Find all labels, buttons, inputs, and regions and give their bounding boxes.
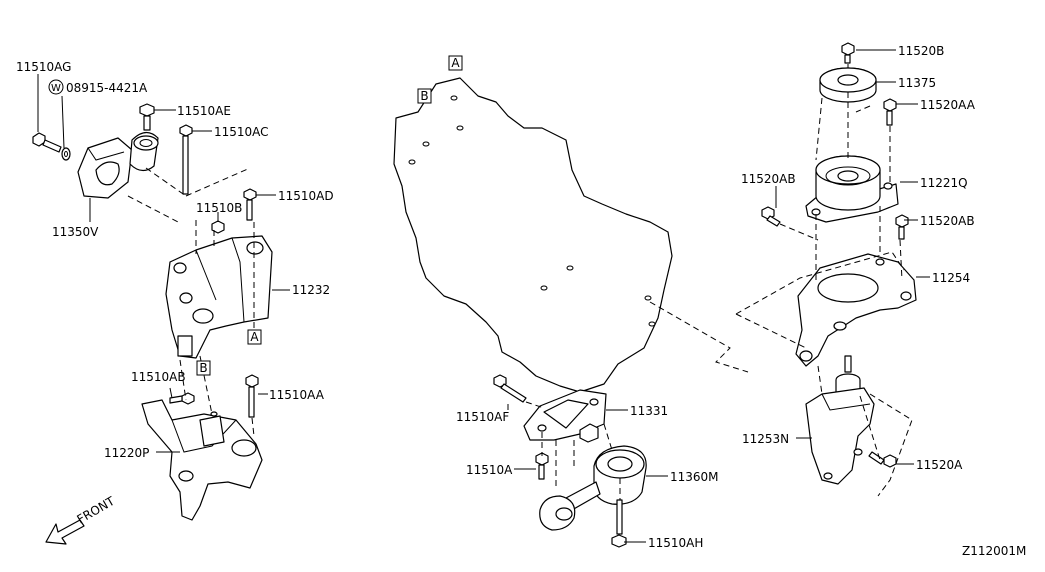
label-11510a-center: 11510A xyxy=(466,463,513,477)
torque-rod-11360m-drawing xyxy=(539,445,647,531)
label-11510ad: 11510AD xyxy=(278,189,334,203)
ref-marker-a-left: A xyxy=(247,329,262,345)
bolt-11510ad-drawing xyxy=(243,188,257,221)
label-11510ah: 11510AH xyxy=(648,536,703,550)
label-11510ab: 11510AB xyxy=(131,370,186,384)
ref-marker-a-top: A xyxy=(448,55,463,71)
bolt-11510af-drawing xyxy=(493,374,527,403)
bolt-11510ah-drawing xyxy=(611,499,627,548)
bolt-11510ab-drawing xyxy=(169,392,195,405)
front-arrow-icon xyxy=(45,519,85,545)
label-11510ac: 11510AC xyxy=(214,125,269,139)
bolt-11520aa-drawing xyxy=(883,98,897,126)
label-11510af: 11510AF xyxy=(456,410,509,424)
label-08915-4421a: W 08915-4421A xyxy=(48,79,148,95)
label-11510ae: 11510AE xyxy=(177,104,231,118)
transmission-case-holes xyxy=(408,95,656,327)
svg-text:A: A xyxy=(250,330,259,344)
label-11360m: 11360M xyxy=(670,470,719,484)
bolt-11520ab-right-drawing xyxy=(895,214,909,240)
label-11220p: 11220P xyxy=(104,446,149,460)
label-11520aa: 11520AA xyxy=(920,98,976,112)
label-11350v: 11350V xyxy=(52,225,99,239)
guide-lines-left xyxy=(127,167,255,437)
bracket-11232-drawing xyxy=(165,235,273,359)
ref-marker-b-center: B xyxy=(417,88,432,104)
diagram-id: Z112001M xyxy=(962,544,1026,558)
label-11510aa: 11510AA xyxy=(269,388,325,402)
bracket-11253n-drawing xyxy=(805,355,875,485)
label-11510b: 11510B xyxy=(196,201,242,215)
svg-text:A: A xyxy=(451,56,460,70)
guide-lines-center xyxy=(525,301,749,500)
bracket-11254-drawing xyxy=(795,253,917,367)
label-11254: 11254 xyxy=(932,271,970,285)
label-11520a: 11520A xyxy=(916,458,963,472)
label-11331: 11331 xyxy=(630,404,668,418)
bracket-11331-drawing xyxy=(523,389,607,443)
mount-insulator-11350v-drawing xyxy=(77,131,159,199)
label-11510ag: 11510AG xyxy=(16,60,71,74)
label-11253n: 11253N xyxy=(742,432,789,446)
label-11520ab-right: 11520AB xyxy=(920,214,975,228)
bolt-11520b-drawing xyxy=(841,42,855,64)
bolt-11510ae-drawing xyxy=(139,103,155,131)
bolt-11510a-drawing xyxy=(535,452,549,480)
mount-insulator-11221q-drawing xyxy=(805,155,899,223)
transmission-case-outline xyxy=(393,77,673,393)
bolt-11520ab-left-drawing xyxy=(761,206,781,227)
bolt-11510ag-drawing xyxy=(32,132,62,153)
bolt-11510aa-drawing xyxy=(245,374,259,418)
guide-lines-right xyxy=(735,64,913,497)
long-bolt-11510ac-drawing xyxy=(179,124,193,195)
label-11221q: 11221Q xyxy=(920,176,968,190)
label-11232: 11232 xyxy=(292,283,330,297)
bolt-11520a-drawing xyxy=(868,451,897,468)
leader-lines xyxy=(37,49,930,543)
label-11375: 11375 xyxy=(898,76,936,90)
svg-text:B: B xyxy=(420,89,428,103)
bracket-11220p-drawing xyxy=(141,399,263,521)
svg-text:FRONT: FRONT xyxy=(75,494,118,527)
washer-drawing xyxy=(61,147,71,161)
label-11520ab-left: 11520AB xyxy=(741,172,796,186)
svg-text:W: W xyxy=(51,83,61,94)
svg-text:B: B xyxy=(199,361,207,375)
ref-marker-b-left: B xyxy=(196,360,211,376)
svg-text:08915-4421A: 08915-4421A xyxy=(66,81,148,95)
front-direction-indicator: FRONT xyxy=(45,494,118,545)
label-11520b: 11520B xyxy=(898,44,944,58)
